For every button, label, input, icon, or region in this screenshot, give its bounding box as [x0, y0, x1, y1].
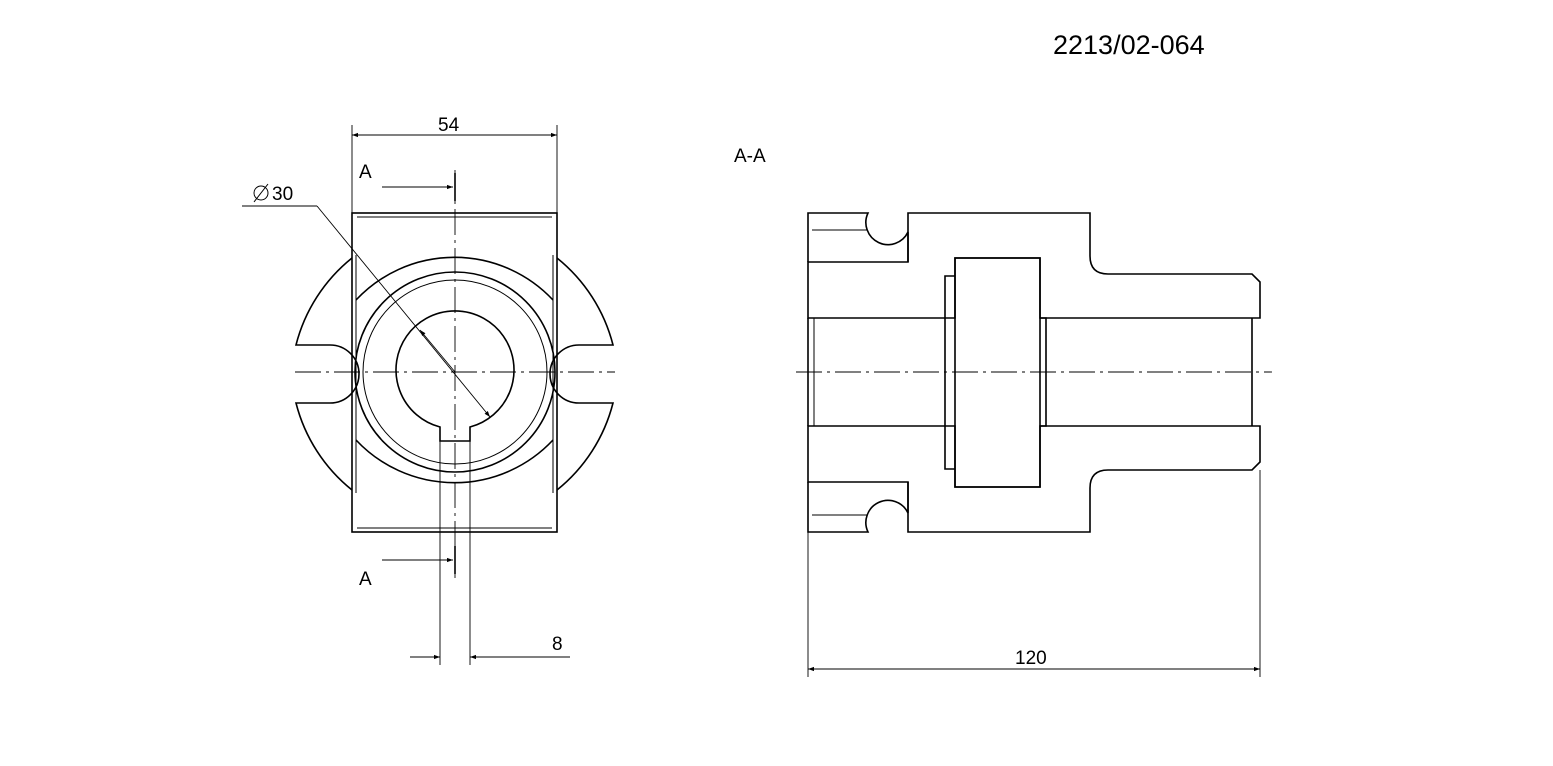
dimension-keyway: 8	[410, 441, 570, 665]
section-mark-top: A	[359, 162, 372, 183]
section-title: A-A	[734, 146, 766, 167]
front-outer-ring-bottom	[355, 439, 554, 484]
front-outer-ring-top	[355, 256, 554, 301]
front-body-chamfers	[355, 216, 554, 529]
dimension-keyway-value: 8	[552, 634, 563, 655]
section-insert-shoulders	[944, 275, 1047, 470]
section-wall-upper	[807, 212, 1261, 319]
section-view: 120	[796, 212, 1272, 677]
dimension-length: 120	[807, 470, 1261, 677]
front-flange-right	[549, 257, 615, 491]
front-flange-left	[294, 257, 360, 491]
section-flange-upper	[807, 212, 909, 262]
section-wall-lower	[807, 425, 1261, 533]
dimension-width-value: 54	[438, 115, 460, 136]
diameter-symbol-icon	[253, 183, 269, 203]
section-mark-bottom: A	[359, 569, 372, 590]
front-square-body	[351, 212, 558, 533]
dimension-length-value: 120	[1015, 648, 1047, 669]
drawing-number: 2213/02-064	[1053, 30, 1205, 60]
dimension-diameter: 30	[242, 183, 491, 418]
dimension-width: 54	[351, 115, 558, 213]
front-view: A A 54 30 8	[242, 115, 615, 665]
section-insert	[954, 257, 1041, 488]
front-bore-with-keyway	[395, 310, 515, 442]
section-flange-lower	[807, 482, 909, 533]
dimension-diameter-value: 30	[272, 184, 293, 205]
